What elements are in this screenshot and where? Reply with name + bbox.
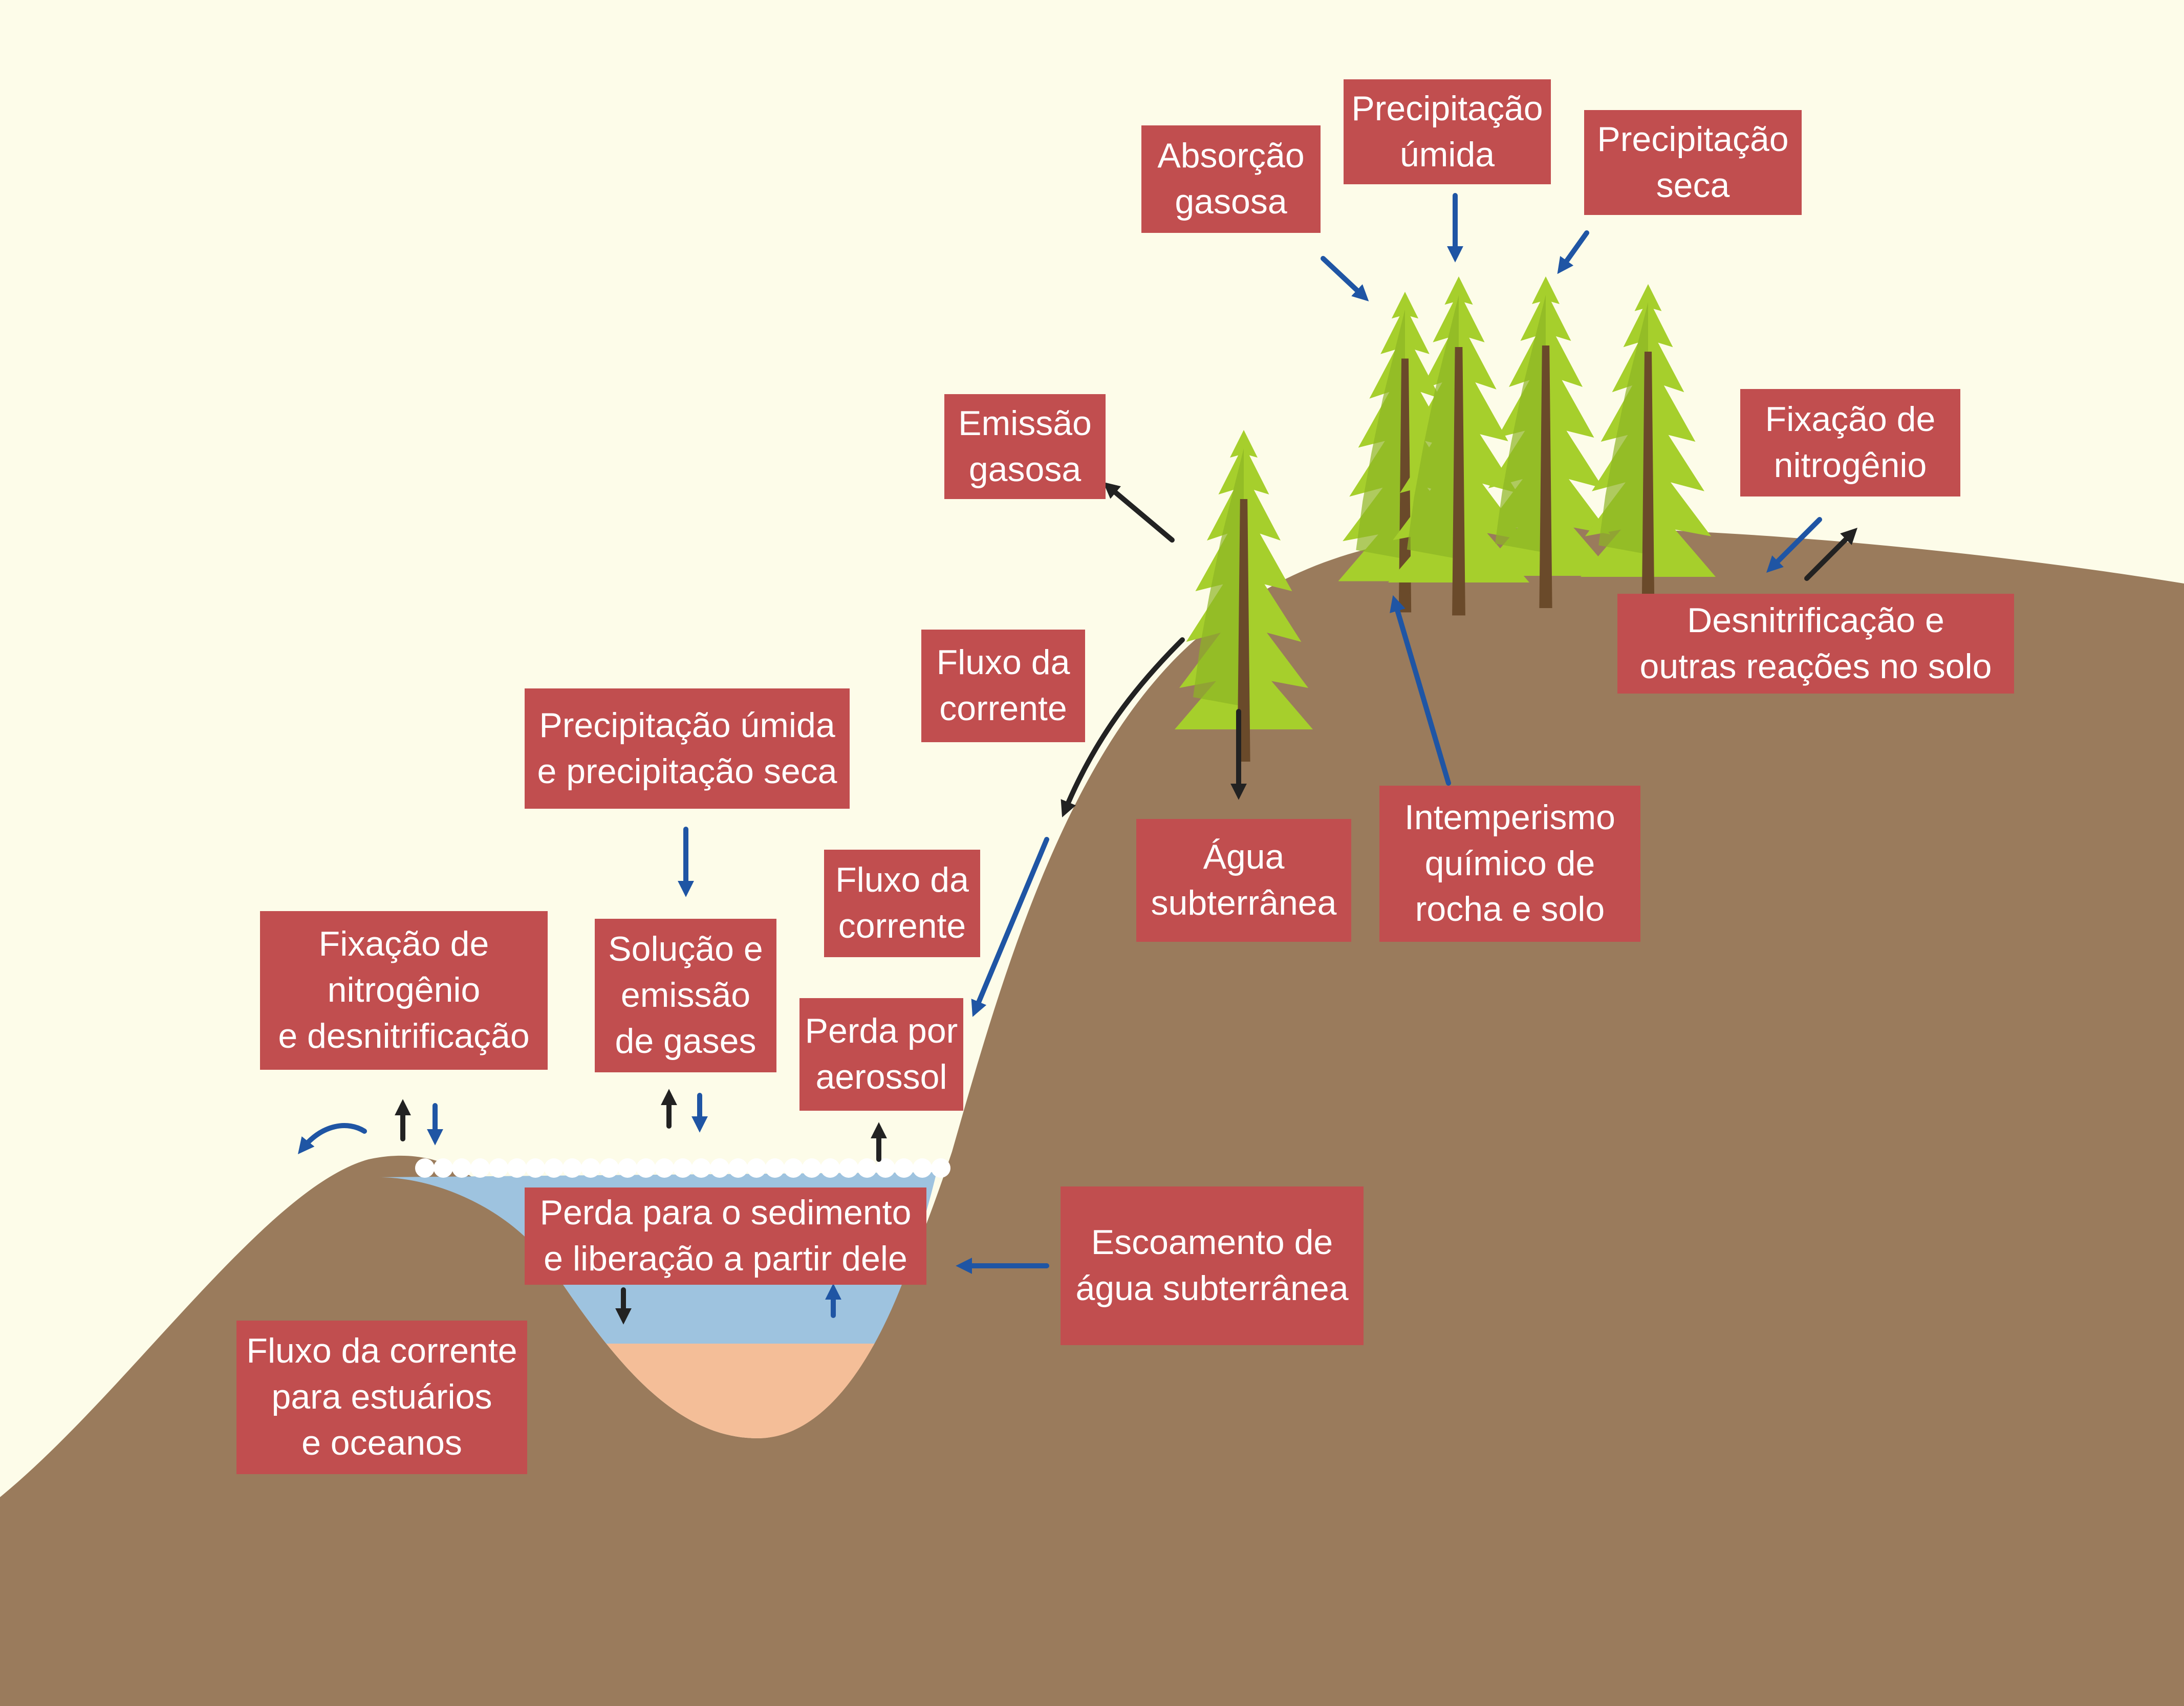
- foam-bubble: [710, 1158, 729, 1178]
- foam-bubble: [489, 1158, 508, 1178]
- foam-bubble: [876, 1158, 895, 1178]
- label-escoamento: Escoamento de água subterrânea: [1061, 1186, 1364, 1345]
- foam-bubble: [839, 1158, 858, 1178]
- arrow-estuarios: [297, 1123, 367, 1154]
- foam-bubble: [784, 1158, 803, 1178]
- label-fluxo-corrente-mid: Fluxo da corrente: [824, 850, 980, 957]
- foam-bubble: [599, 1158, 619, 1178]
- label-precipitacao-seca: Precipitação seca: [1584, 110, 1802, 215]
- foam-bubble: [765, 1158, 785, 1178]
- arrow-precip-seca: [1557, 230, 1589, 274]
- foam-bubble: [673, 1158, 693, 1178]
- pine-tree-3: [1477, 276, 1615, 608]
- label-fixacao-desnitrificacao: Fixação de nitrogênio e desnitrificação: [260, 911, 548, 1070]
- foam-bubble: [655, 1158, 674, 1178]
- label-precipitacao-umida: Precipitação úmida: [1344, 79, 1551, 184]
- arrow-desnitrif-down: [1766, 517, 1822, 573]
- foam-bubble: [434, 1158, 453, 1178]
- label-precipitacao-umida-seca: Precipitação úmida e precipitação seca: [525, 688, 850, 809]
- label-emissao-gasosa: Emissão gasosa: [944, 394, 1106, 499]
- foam-bubble: [415, 1158, 435, 1178]
- foam-bubble: [857, 1158, 877, 1178]
- foam-bubble: [563, 1158, 582, 1178]
- foam-bubble: [931, 1158, 950, 1178]
- label-perda-aerossol: Perda por aerossol: [799, 998, 963, 1111]
- foam-bubble: [820, 1158, 840, 1178]
- pine-tree-4: [1581, 284, 1716, 609]
- arrow-absorcao: [1321, 256, 1369, 301]
- foam-bubble: [507, 1158, 527, 1178]
- label-perda-sedimento: Perda para o sedimento e liberação a par…: [525, 1187, 926, 1285]
- label-desnitrificacao-solo: Desnitrificação e outras reações no solo: [1617, 594, 2014, 694]
- label-solucao-emissao: Solução e emissão de gases: [595, 919, 776, 1072]
- label-absorcao-gasosa: Absorção gasosa: [1141, 125, 1321, 233]
- label-agua-subterranea: Água subterrânea: [1136, 819, 1351, 942]
- foam-bubble: [802, 1158, 821, 1178]
- foam-bubble: [728, 1158, 748, 1178]
- label-intemperismo: Intemperismo químico de rocha e solo: [1379, 786, 1640, 942]
- label-fixacao-nitrogenio-top: Fixação de nitrogênio: [1740, 389, 1960, 496]
- foam-bubble: [894, 1158, 914, 1178]
- label-fluxo-corrente-upper: Fluxo da corrente: [921, 630, 1085, 742]
- foam-bubble: [544, 1158, 564, 1178]
- arrow-intemperismo: [1390, 595, 1451, 786]
- foam-bubble: [470, 1158, 490, 1178]
- water-surface-foam: [415, 1158, 950, 1178]
- foam-bubble: [691, 1158, 711, 1178]
- ground-terrain: [0, 527, 2184, 1706]
- foam-bubble: [452, 1158, 471, 1178]
- foam-bubble: [913, 1158, 932, 1178]
- foam-bubble: [747, 1158, 766, 1178]
- arrow-fluxo-mid: [971, 837, 1049, 1017]
- label-fluxo-estuarios: Fluxo da corrente para estuários e ocean…: [236, 1321, 527, 1474]
- foam-bubble: [636, 1158, 656, 1178]
- arrow-fluxo-upper: [1061, 637, 1185, 817]
- foam-bubble: [618, 1158, 637, 1178]
- arrow-fixacao-up: [1804, 527, 1858, 581]
- arrow-emissao: [1103, 482, 1175, 543]
- foam-bubble: [581, 1158, 600, 1178]
- foam-bubble: [526, 1158, 545, 1178]
